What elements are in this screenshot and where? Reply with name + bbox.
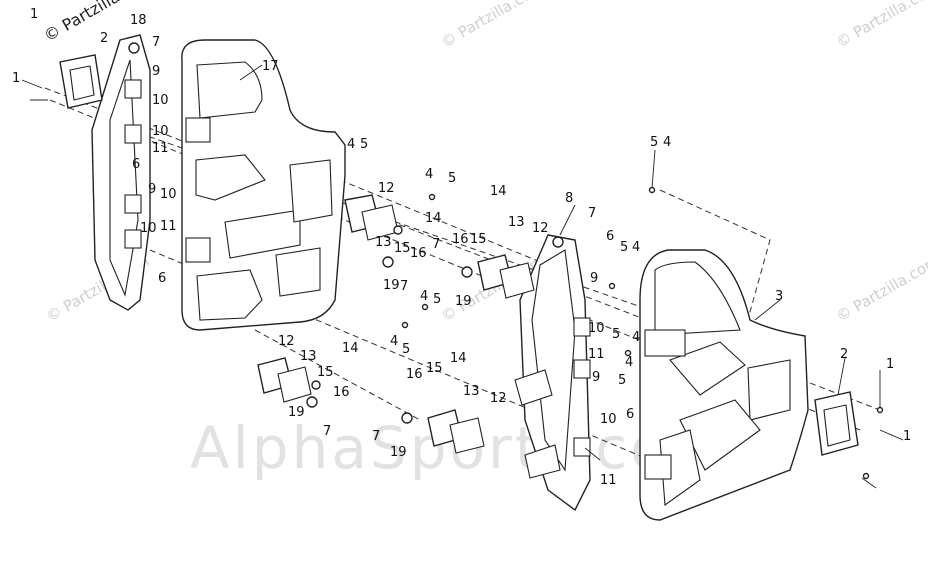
callout-5: 5 bbox=[612, 327, 620, 342]
fasteners bbox=[128, 42, 884, 480]
callout-15: 15 bbox=[394, 241, 411, 256]
callout-10: 10 bbox=[152, 124, 169, 139]
callout-15: 15 bbox=[426, 361, 443, 376]
callout-10: 10 bbox=[588, 321, 605, 336]
callout-19: 19 bbox=[383, 278, 400, 293]
callout-9: 9 bbox=[590, 271, 598, 286]
callout-11: 11 bbox=[600, 473, 617, 488]
callout-4: 4 bbox=[420, 289, 428, 304]
hinge-assembly-1 bbox=[344, 194, 399, 241]
watermark-small-1: © Partzilla.com bbox=[438, 0, 547, 51]
callout-9: 9 bbox=[148, 182, 156, 197]
callout-9: 9 bbox=[592, 370, 600, 385]
callout-5: 5 bbox=[650, 135, 658, 150]
callout-11: 11 bbox=[152, 141, 169, 156]
callout-15: 15 bbox=[317, 365, 334, 380]
hinge-assembly-2 bbox=[477, 254, 535, 299]
right-strike-plate bbox=[814, 391, 859, 456]
callout-5: 5 bbox=[618, 373, 626, 388]
callout-18: 18 bbox=[130, 13, 147, 28]
left-strike-plate bbox=[59, 54, 103, 109]
left-vertical-bracket bbox=[91, 34, 151, 311]
callout-7: 7 bbox=[400, 279, 408, 294]
callout-5: 5 bbox=[433, 292, 441, 307]
callout-14: 14 bbox=[425, 211, 442, 226]
callout-4: 4 bbox=[390, 334, 398, 349]
callout-14: 14 bbox=[342, 341, 359, 356]
right-seat-panel bbox=[639, 249, 809, 521]
callout-5: 5 bbox=[360, 137, 368, 152]
callout-7: 7 bbox=[152, 35, 160, 50]
callout-15: 15 bbox=[470, 232, 487, 247]
watermark-small-2: © Partzilla.com bbox=[833, 0, 928, 51]
callout-10: 10 bbox=[140, 221, 157, 236]
callout-4: 4 bbox=[632, 330, 640, 345]
callout-10: 10 bbox=[160, 187, 177, 202]
left-seat-panel bbox=[181, 39, 346, 331]
callout-19: 19 bbox=[288, 405, 305, 420]
callout-6: 6 bbox=[132, 157, 140, 172]
callout-4: 4 bbox=[632, 240, 640, 255]
callout-2: 2 bbox=[100, 31, 108, 46]
hinge-assembly-3 bbox=[257, 357, 312, 403]
callout-12: 12 bbox=[532, 221, 549, 236]
callout-5: 5 bbox=[402, 342, 410, 357]
leader-lines bbox=[21, 64, 904, 489]
callout-1: 1 bbox=[886, 357, 894, 372]
watermark-small-5: © Partzilla.com bbox=[833, 252, 928, 325]
callout-10: 10 bbox=[600, 412, 617, 427]
callout-1: 1 bbox=[12, 71, 20, 86]
right-vertical-bracket bbox=[514, 234, 591, 512]
callout-6: 6 bbox=[158, 271, 166, 286]
callout-4: 4 bbox=[347, 137, 355, 152]
callout-17: 17 bbox=[262, 59, 279, 74]
callout-7: 7 bbox=[323, 424, 331, 439]
callout-5: 5 bbox=[620, 240, 628, 255]
callout-2: 2 bbox=[840, 347, 848, 362]
callout-1: 1 bbox=[30, 7, 38, 22]
callout-16: 16 bbox=[333, 385, 350, 400]
callout-14: 14 bbox=[450, 351, 467, 366]
callout-13: 13 bbox=[300, 349, 317, 364]
callout-13: 13 bbox=[508, 215, 525, 230]
callout-6: 6 bbox=[606, 229, 614, 244]
callout-12: 12 bbox=[490, 391, 507, 406]
callout-11: 11 bbox=[588, 347, 605, 362]
callout-9: 9 bbox=[152, 64, 160, 79]
callout-4: 4 bbox=[663, 135, 671, 150]
hinge-assembly-4 bbox=[427, 409, 485, 454]
callout-3: 3 bbox=[775, 289, 783, 304]
callout-7: 7 bbox=[372, 429, 380, 444]
callout-7: 7 bbox=[432, 237, 440, 252]
callout-7: 7 bbox=[588, 206, 596, 221]
callout-8: 8 bbox=[565, 191, 573, 206]
callouts: 1 1 1 1 2 2 3 4 4 4 4 4 4 4 4 5 5 5 5 5 … bbox=[12, 7, 911, 488]
callout-10: 10 bbox=[152, 93, 169, 108]
callout-12: 12 bbox=[278, 334, 295, 349]
callout-1: 1 bbox=[903, 429, 911, 444]
callout-19: 19 bbox=[455, 294, 472, 309]
callout-6: 6 bbox=[626, 407, 634, 422]
callout-14: 14 bbox=[490, 184, 507, 199]
callout-16: 16 bbox=[452, 232, 469, 247]
callout-12: 12 bbox=[378, 181, 395, 196]
callout-4: 4 bbox=[625, 355, 633, 370]
callout-19: 19 bbox=[390, 445, 407, 460]
callout-13: 13 bbox=[463, 384, 480, 399]
callout-4: 4 bbox=[425, 167, 433, 182]
callout-13: 13 bbox=[375, 235, 392, 250]
callout-16: 16 bbox=[410, 246, 427, 261]
callout-16: 16 bbox=[406, 367, 423, 382]
callout-5: 5 bbox=[448, 171, 456, 186]
callout-11: 11 bbox=[160, 219, 177, 234]
